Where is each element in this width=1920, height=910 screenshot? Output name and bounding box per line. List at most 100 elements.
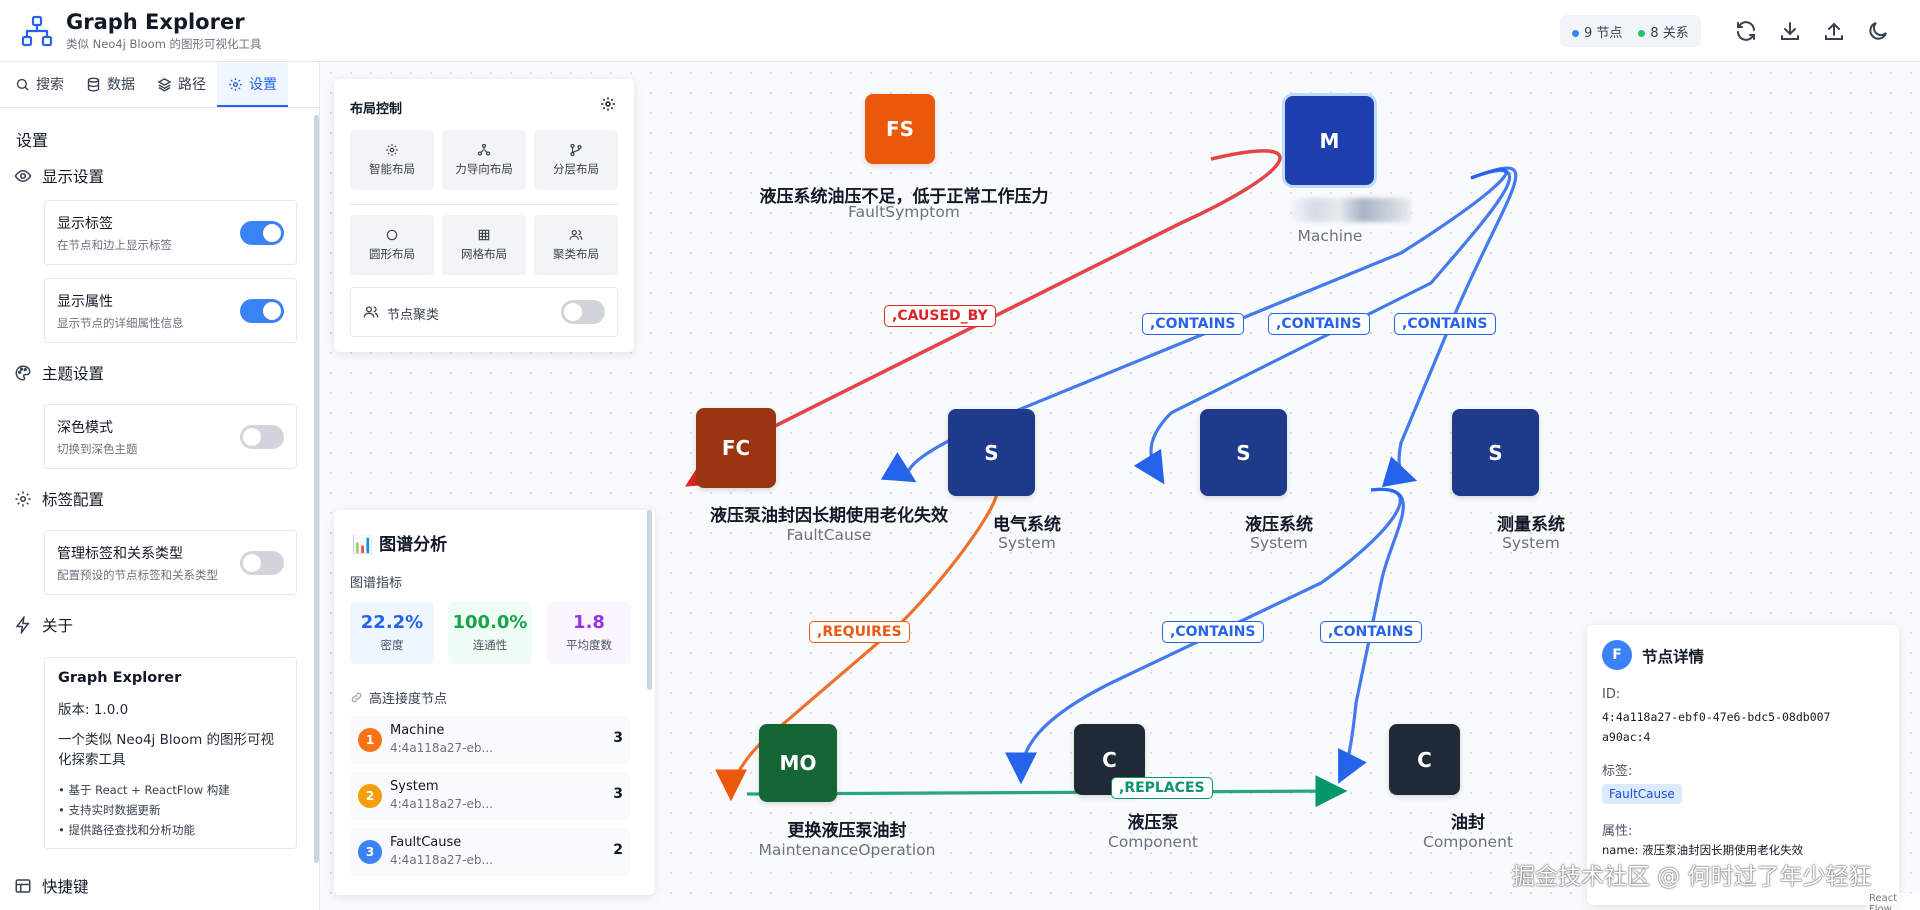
show-props-toggle[interactable] <box>240 298 284 323</box>
rank-badge: 2 <box>358 784 382 808</box>
show-props-title: 显示属性 <box>57 294 113 310</box>
edge-label-caused-by[interactable]: ,CAUSED_BY <box>884 305 996 327</box>
grid-layout-label: 网格布局 <box>461 247 507 261</box>
upload-icon[interactable] <box>1822 19 1846 43</box>
tab-data-label: 数据 <box>107 77 135 93</box>
app-title: Graph Explorer <box>66 9 245 34</box>
palette-icon <box>15 365 31 381</box>
top-node-item[interactable]: 3 FaultCause 4:4a118a27-eb... 2 <box>350 828 631 876</box>
node-machine[interactable]: M <box>1285 96 1374 185</box>
node-system-hydraulic[interactable]: S <box>1200 409 1287 496</box>
node-abbr: C <box>1417 747 1432 772</box>
edge-label-contains[interactable]: ,CONTAINS <box>1162 621 1264 643</box>
node-system-measurement[interactable]: S <box>1452 409 1539 496</box>
download-icon[interactable] <box>1778 19 1802 43</box>
top-node-id: 4:4a118a27-eb... <box>390 797 493 811</box>
about-feature: • 支持实时数据更新 <box>58 803 161 817</box>
graph-stats: 9 节点 8 关系 <box>1560 15 1701 47</box>
edge-label-contains[interactable]: ,CONTAINS <box>1142 313 1244 335</box>
about-card: Graph Explorer 版本: 1.0.0 一个类似 Neo4j Bloo… <box>44 657 297 849</box>
tab-data[interactable]: 数据 <box>75 63 146 107</box>
rank-badge: 1 <box>358 728 382 752</box>
manage-labels-toggle[interactable] <box>240 550 284 575</box>
analysis-scrollbar[interactable] <box>647 510 652 690</box>
metric-label: 密度 <box>380 638 404 652</box>
tab-search[interactable]: 搜索 <box>4 63 75 107</box>
network-icon <box>477 143 491 156</box>
dark-mode-toggle[interactable] <box>240 424 284 449</box>
node-component-seal[interactable]: C <box>1389 724 1460 795</box>
node-abbr: S <box>1488 440 1503 465</box>
edge-label-contains[interactable]: ,CONTAINS <box>1320 621 1422 643</box>
tab-settings[interactable]: 设置 <box>217 63 288 107</box>
sidebar-scrollbar[interactable] <box>314 115 319 863</box>
node-tag-badge: FaultCause <box>1602 784 1682 804</box>
cluster-layout-label: 聚类布局 <box>553 247 599 261</box>
node-avatar: F <box>1602 640 1632 670</box>
edge-contains-measurement[interactable] <box>1381 166 1518 487</box>
edge-replaces[interactable] <box>746 775 1348 808</box>
link-icon <box>351 692 362 703</box>
node-cluster-toggle[interactable] <box>561 300 605 324</box>
top-node-item[interactable]: 1 Machine 4:4a118a27-eb... 3 <box>350 716 631 764</box>
edge-contains-seal[interactable] <box>1338 487 1405 784</box>
smart-layout-button[interactable]: 智能布局 <box>350 130 434 190</box>
gear-icon[interactable] <box>600 96 616 112</box>
node-name: 测量系统 <box>1497 515 1565 535</box>
edge-label-replaces[interactable]: ,REPLACES <box>1111 777 1213 799</box>
about-version: 版本: 1.0.0 <box>58 702 129 718</box>
reactflow-attribution[interactable]: React Flow <box>1866 893 1920 910</box>
dark-mode-card: 深色模式 切换到深色主题 <box>44 404 297 469</box>
node-type-label: MaintenanceOperation <box>758 841 936 859</box>
node-name: 电气系统 <box>993 515 1061 535</box>
node-fault-cause[interactable]: FC <box>696 408 776 488</box>
node-system-electrical[interactable]: S <box>948 409 1035 496</box>
node-abbr: M <box>1319 128 1340 153</box>
node-type-label: System <box>1502 534 1560 552</box>
tab-path[interactable]: 路径 <box>146 63 217 107</box>
metric-avg-degree: 1.8 平均度数 <box>547 602 631 664</box>
edge-label-contains[interactable]: ,CONTAINS <box>1268 313 1370 335</box>
node-count-text: 9 节点 <box>1584 25 1623 41</box>
force-layout-button[interactable]: 力导向布局 <box>442 130 526 190</box>
cluster-layout-button[interactable]: 聚类布局 <box>534 215 618 275</box>
sidebar-tabs: 搜索 数据 路径 设置 <box>0 63 319 108</box>
circle-layout-button[interactable]: 圆形布局 <box>350 215 434 275</box>
top-node-item[interactable]: 2 System 4:4a118a27-eb... 3 <box>350 772 631 820</box>
edge-label-requires[interactable]: ,REQUIRES <box>809 621 910 643</box>
edge-label-contains[interactable]: ,CONTAINS <box>1394 313 1496 335</box>
settings-title: 设置 <box>16 131 49 150</box>
metric-label: 平均度数 <box>566 638 612 652</box>
label-config-group: 标签配置 <box>14 488 104 510</box>
branch-icon <box>570 143 582 157</box>
show-labels-toggle[interactable] <box>240 220 284 245</box>
node-type-label: Machine <box>1297 227 1363 245</box>
title-block: Graph Explorer 类似 Neo4j Bloom 的图形可视化工具 <box>66 10 262 52</box>
dark-mode-title: 深色模式 <box>57 420 113 436</box>
node-name: 液压泵油封因长期使用老化失效 <box>710 506 948 526</box>
node-name: 油封 <box>1451 813 1485 833</box>
keyboard-icon <box>15 879 31 893</box>
node-maintenance-operation[interactable]: MO <box>759 724 837 802</box>
gear-icon <box>15 491 31 507</box>
refresh-icon[interactable] <box>1734 19 1758 43</box>
about-feature: • 提供路径查找和分析功能 <box>58 823 195 837</box>
node-abbr: MO <box>779 751 817 775</box>
hierarchical-layout-button[interactable]: 分层布局 <box>534 130 618 190</box>
edge-contains-hydraulic[interactable] <box>1133 168 1512 485</box>
theme-settings-group: 主题设置 <box>14 362 104 384</box>
node-fault-symptom[interactable]: FS <box>865 94 935 164</box>
show-labels-title: 显示标签 <box>57 216 113 232</box>
manage-labels-card: 管理标签和关系类型 配置预设的节点标签和关系类型 <box>44 530 297 595</box>
about-description: 一个类似 Neo4j Bloom 的图形可视化探索工具 <box>58 732 275 768</box>
node-abbr: S <box>1236 440 1251 465</box>
grid-layout-button[interactable]: 网格布局 <box>442 215 526 275</box>
zap-icon <box>15 616 30 634</box>
moon-icon[interactable] <box>1866 19 1890 43</box>
top-nodes-title: 高连接度节点 <box>369 692 448 707</box>
force-layout-label: 力导向布局 <box>455 162 513 176</box>
tab-path-label: 路径 <box>178 77 206 93</box>
metric-connectivity: 100.0% 连通性 <box>448 602 532 664</box>
display-settings-label: 显示设置 <box>42 168 105 186</box>
node-id-value: 4:4a118a27-ebf0-47e6-bdc5-08db007a90ac:4 <box>1602 710 1831 744</box>
